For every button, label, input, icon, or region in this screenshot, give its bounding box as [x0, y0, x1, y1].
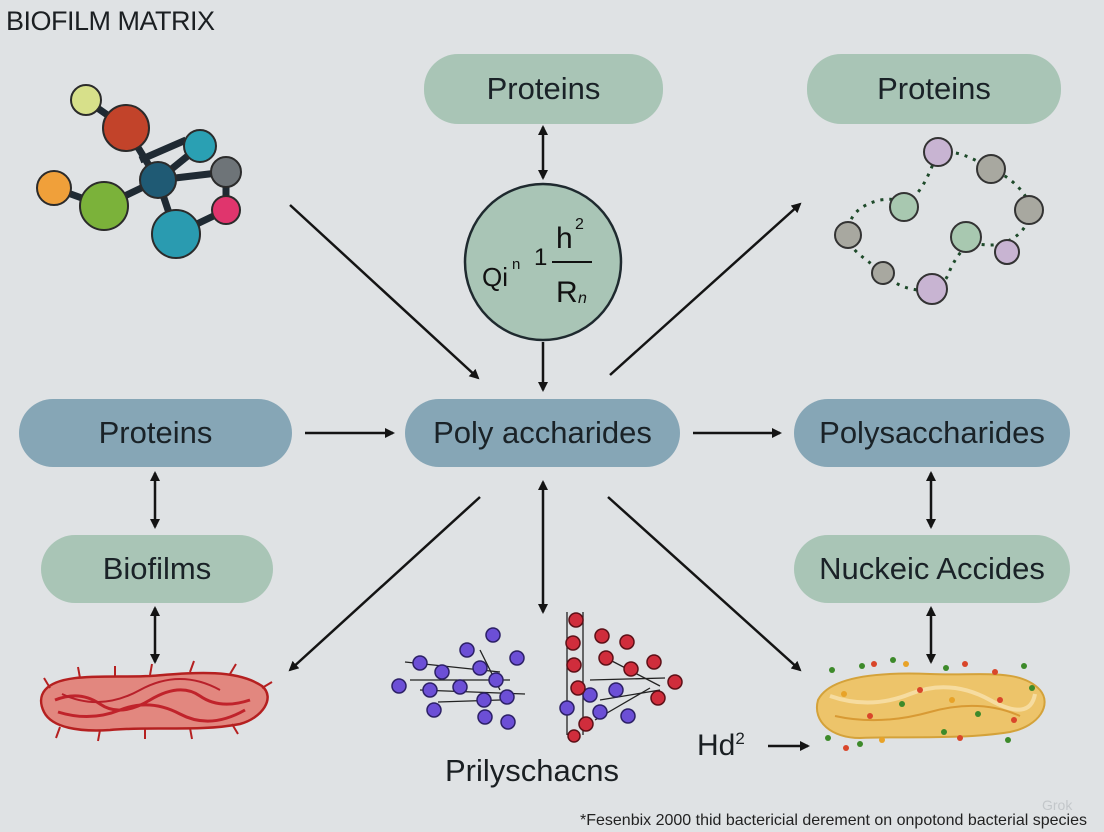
formula-numerator: h [556, 222, 573, 255]
arrow-polysaccharides-to-protein-chain [609, 202, 802, 376]
node-nucleic-acids: Nuckeic Accides [794, 535, 1070, 603]
formula-denominator: R [556, 276, 578, 309]
formula-superscript: n [512, 256, 521, 273]
node-proteins-top-right: Proteins [807, 54, 1061, 124]
formula-denominator-subscript: n [578, 290, 587, 307]
node-biofilms: Biofilms [41, 535, 273, 603]
formula-numerator-exponent: 2 [575, 216, 584, 233]
label-hd2: Hd2 [697, 729, 745, 763]
label-hd2-base: Hd [697, 729, 736, 762]
arrow-molecule-to-polysaccharides [289, 204, 480, 380]
node-polysaccharides-right: Polysaccharides [794, 399, 1070, 467]
node-polysaccharides-center: Poly accharides [405, 399, 680, 467]
biofilm-illustration [815, 657, 1046, 751]
molecule-illustration [36, 84, 242, 259]
formula-one: 1 [534, 244, 548, 271]
label-prilyschacns: Prilyschacns [445, 753, 619, 788]
arrow-center-to-bacterium [288, 496, 481, 672]
footer-note: *Fesenbix 2000 thid bactericial derement… [580, 812, 1087, 829]
formula-prefix: Qi [482, 262, 508, 292]
polysaccharide-particles-illustration [391, 612, 683, 743]
watermark: Grok [1042, 797, 1073, 813]
formula-circle [463, 182, 623, 342]
protein-chain-illustration [834, 137, 1044, 305]
label-hd2-exponent: 2 [735, 729, 745, 748]
arrow-center-to-biofilm [607, 496, 802, 672]
bacterium-illustration [39, 660, 273, 742]
node-proteins-left: Proteins [19, 399, 292, 467]
diagram-title: BIOFILM MATRIX [6, 6, 215, 36]
node-proteins-top-center: Proteins [424, 54, 663, 124]
